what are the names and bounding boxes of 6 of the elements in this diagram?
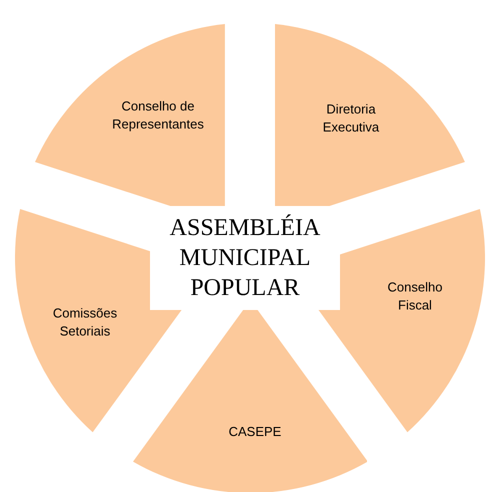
segment-label: Conselho de Representantes xyxy=(111,97,205,133)
segment-label: CASEPE xyxy=(228,423,282,441)
segment-label: Comissões Setoriais xyxy=(52,304,118,340)
segment-label: Conselho Fiscal xyxy=(386,278,444,314)
segment-label: Diretoria Executiva xyxy=(322,100,380,136)
title-text: ASSEMBLÉIA MUNICIPAL POPULAR xyxy=(150,206,340,310)
